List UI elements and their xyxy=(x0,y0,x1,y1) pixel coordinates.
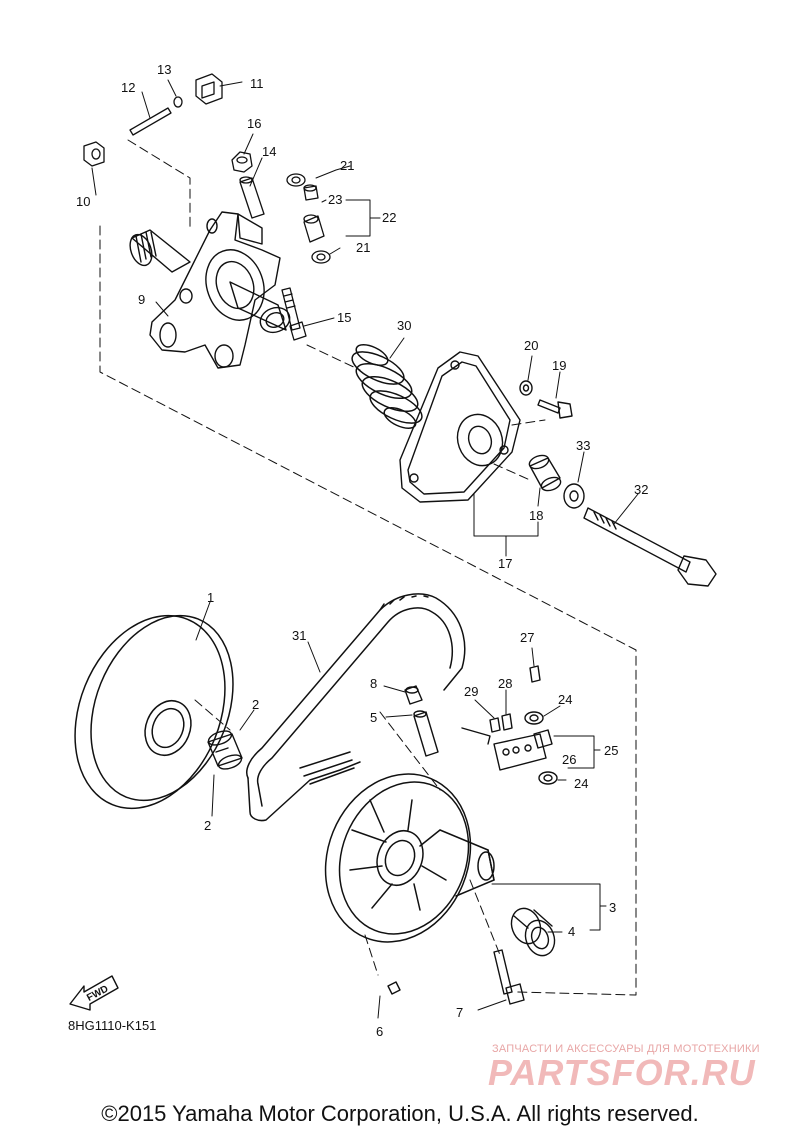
callout-labels: 1 2 2 3 4 5 6 7 8 9 10 11 12 13 14 15 16… xyxy=(76,62,648,1039)
bearing-collar xyxy=(510,907,556,957)
callout-10: 10 xyxy=(76,194,90,209)
callout-27: 27 xyxy=(520,630,534,645)
callout-8: 8 xyxy=(370,676,377,691)
callout-31: 31 xyxy=(292,628,306,643)
watermark-logo: PARTSFOR.RU xyxy=(488,1052,756,1093)
callout-2-upper: 2 xyxy=(252,697,259,712)
callout-28: 28 xyxy=(498,676,512,691)
callout-1: 1 xyxy=(207,590,214,605)
callout-24-upper: 24 xyxy=(558,692,572,707)
cap-hardware xyxy=(519,380,717,587)
callout-12: 12 xyxy=(121,80,135,95)
callout-9: 9 xyxy=(138,292,145,307)
leader-lines xyxy=(91,79,639,1019)
primary-fixed-sheave-hub xyxy=(129,211,291,369)
callout-14: 14 xyxy=(262,144,276,159)
copyright-notice: ©2015 Yamaha Motor Corporation, U.S.A. A… xyxy=(101,1101,699,1126)
callout-2-lower: 2 xyxy=(204,818,211,833)
callout-13: 13 xyxy=(157,62,171,77)
ramp-assembly xyxy=(461,665,558,785)
callout-23: 23 xyxy=(328,192,342,207)
secondary-hardware xyxy=(387,685,525,1005)
callout-3: 3 xyxy=(609,900,616,915)
callout-32: 32 xyxy=(634,482,648,497)
callout-33: 33 xyxy=(576,438,590,453)
callout-25: 25 xyxy=(604,743,618,758)
callout-21-lower: 21 xyxy=(356,240,370,255)
callout-5: 5 xyxy=(370,710,377,725)
callout-7: 7 xyxy=(456,1005,463,1020)
callout-4: 4 xyxy=(568,924,575,939)
callout-16: 16 xyxy=(247,116,261,131)
fwd-label: FWD xyxy=(85,984,110,1004)
callout-19: 19 xyxy=(552,358,566,373)
weight-pin-parts xyxy=(83,73,307,341)
watermark-tagline: ЗАПЧАСТИ И АКСЕССУАРЫ ДЛЯ МОТОТЕХНИКИ xyxy=(492,1043,760,1055)
forward-arrow-icon: FWD xyxy=(69,975,119,1011)
callout-30: 30 xyxy=(397,318,411,333)
spring-cap-cover xyxy=(399,351,521,503)
roller-bushing-set xyxy=(286,173,331,264)
callout-26: 26 xyxy=(562,752,576,767)
callout-11: 11 xyxy=(250,76,264,91)
callout-29: 29 xyxy=(464,684,478,699)
callout-20: 20 xyxy=(524,338,538,353)
drive-belt xyxy=(246,593,466,822)
secondary-sheave-assembly xyxy=(324,773,495,943)
callout-18: 18 xyxy=(529,508,543,523)
compression-spring xyxy=(351,344,423,429)
callout-15: 15 xyxy=(337,310,351,325)
callout-17: 17 xyxy=(498,556,512,571)
callout-21-upper: 21 xyxy=(340,158,354,173)
assembly-guide-lines xyxy=(99,139,637,996)
split-bushing xyxy=(207,730,243,770)
callout-6: 6 xyxy=(376,1024,383,1039)
movable-sheave xyxy=(74,614,234,810)
callout-24-lower: 24 xyxy=(574,776,588,791)
callout-22: 22 xyxy=(382,210,396,225)
drawing-code: 8HG1110-K151 xyxy=(68,1018,156,1033)
